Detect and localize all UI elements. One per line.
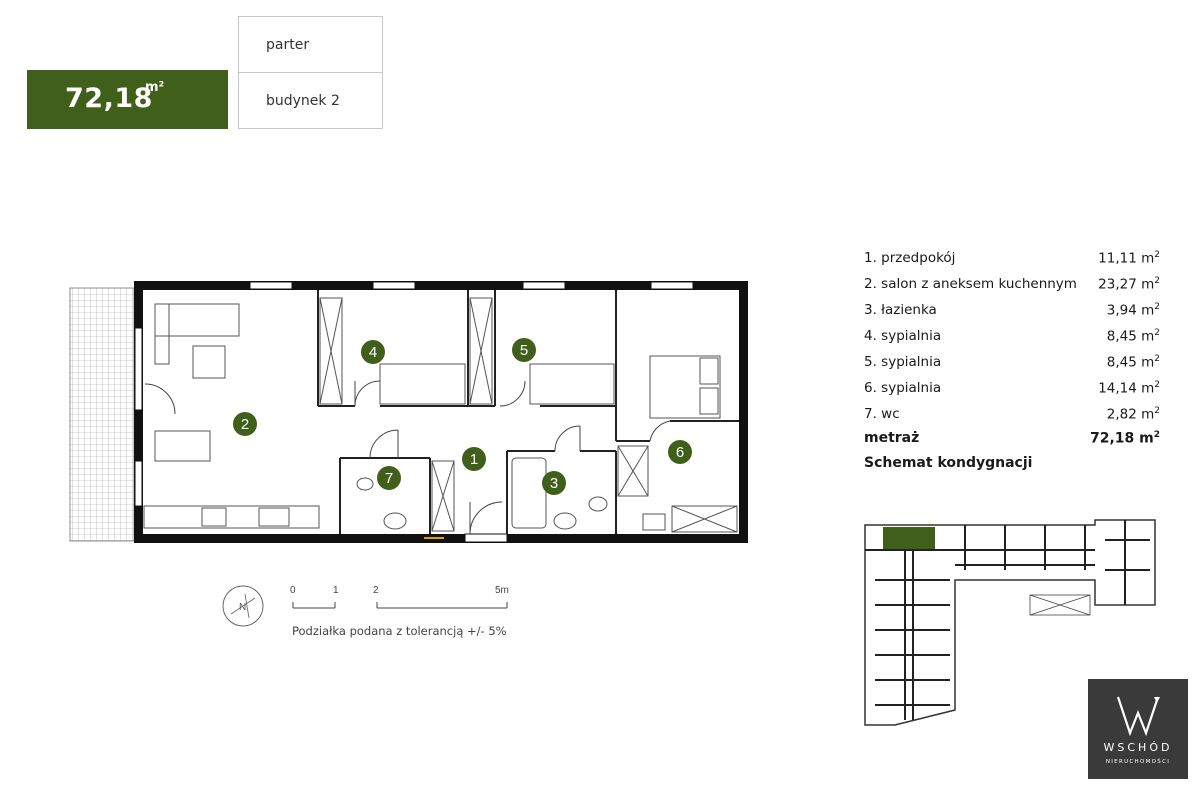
floor-label: parter [266,37,310,53]
room-area: 11,11 m2 [1098,250,1160,267]
scale-tick-0: 0 [290,585,296,596]
room-area: 8,45 m2 [1106,354,1160,371]
room-row: 4. sypialnia 8,45 m2 [864,328,1160,350]
room-marker-7 [377,466,401,490]
room-name: 5. sypialnia [864,354,942,370]
room-row: 1. przedpokój 11,11 m2 [864,250,1160,272]
room-marker-label-1: 1 [470,451,478,468]
furniture [143,303,721,531]
wardrobes [319,297,738,533]
room-row: 7. wc 2,82 m2 [864,406,1160,428]
room-row: 5. sypialnia 8,45 m2 [864,354,1160,376]
terrace [69,287,135,542]
windows [134,281,694,543]
company-logo: WSCHÓD NIERUCHOMOŚCI [1088,679,1188,779]
doors [144,380,671,535]
building-cell: budynek 2 [238,73,383,129]
schemat-label: Schemat kondygnacji [864,455,1033,471]
compass-label: N [239,602,246,613]
room-row: 6. sypialnia 14,14 m2 [864,380,1160,402]
compass-icon [222,585,264,627]
logo-name: WSCHÓD [1103,741,1173,754]
floor-cell: parter [238,16,383,73]
interior-walls [317,290,739,534]
key-plan-highlight [883,527,935,549]
room-marker-label-3: 3 [550,475,558,492]
room-markers: 1 2 3 4 5 6 7 [233,338,692,495]
scale-tick-1: 1 [333,585,339,596]
summary-label: metraż [864,430,920,446]
room-marker-6 [668,440,692,464]
room-row: 2. salon z aneksem kuchennym 23,27 m2 [864,276,1160,298]
room-marker-label-2: 2 [241,416,249,433]
room-marker-5 [512,338,536,362]
room-marker-label-7: 7 [385,470,393,487]
room-marker-label-6: 6 [676,444,684,461]
room-name: 4. sypialnia [864,328,942,344]
room-area: 8,45 m2 [1106,328,1160,345]
room-name: 1. przedpokój [864,250,956,266]
room-name: 7. wc [864,406,900,422]
area-value: 72,18 [65,83,153,114]
room-area: 2,82 m2 [1106,406,1160,423]
room-marker-2 [233,412,257,436]
room-marker-3 [542,471,566,495]
logo-subtitle: NIERUCHOMOŚCI [1105,759,1171,765]
room-name: 3. łazienka [864,302,937,318]
room-area: 23,27 m2 [1098,276,1160,293]
room-marker-label-4: 4 [369,344,377,361]
summary-area: 72,18 m2 [1089,430,1160,447]
logo-icon [1116,696,1160,737]
room-row: 3. łazienka 3,94 m2 [864,302,1160,324]
floor-plan: 1 2 3 4 5 6 7 [69,281,748,543]
area-unit: m² [145,80,165,95]
scale-tick-5m: 5m [495,585,509,596]
building-label: budynek 2 [266,93,340,109]
room-name: 6. sypialnia [864,380,942,396]
room-marker-4 [361,340,385,364]
key-plan [864,519,1156,726]
scale-tick-2: 2 [373,585,379,596]
scale-note: Podziałka podana z tolerancją +/- 5% [292,624,507,638]
room-area: 3,94 m2 [1106,302,1160,319]
room-marker-label-5: 5 [520,342,528,359]
scale-bar: N 0 1 2 5m [222,585,509,627]
room-marker-1 [462,447,486,471]
room-name: 2. salon z aneksem kuchennym [864,276,1077,292]
room-area: 14,14 m2 [1098,380,1160,397]
area-badge: 72,18 m² [27,70,228,129]
